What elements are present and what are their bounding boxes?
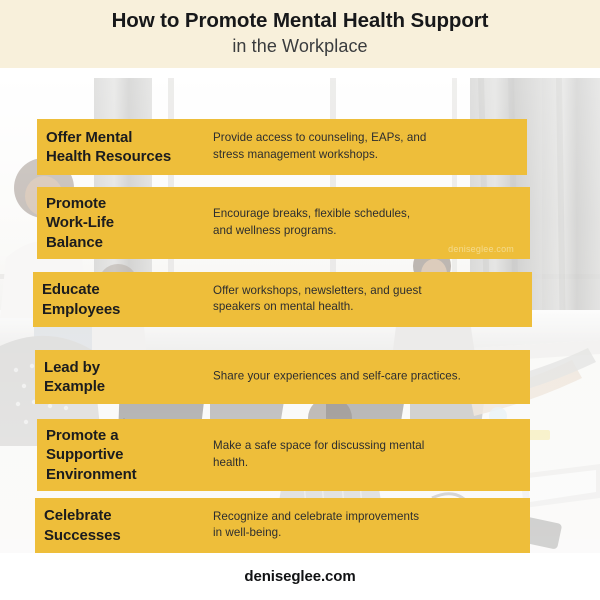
page-subtitle: in the Workplace xyxy=(232,36,368,57)
tip-description-6: Recognize and celebrate improvements in … xyxy=(213,509,420,540)
tip-heading-5: Promote a Supportive Environment xyxy=(46,426,137,483)
tip-row-1: Offer Mental Health Resources Provide ac… xyxy=(37,119,527,175)
footer-website: deniseglee.com xyxy=(244,568,356,585)
poster-footer: deniseglee.com xyxy=(0,553,600,600)
tip-row-3: Educate Employees Offer workshops, newsl… xyxy=(33,272,532,327)
tip-row-5: Promote a Supportive Environment Make a … xyxy=(37,419,530,491)
tip-row-6: Celebrate Successes Recognize and celebr… xyxy=(35,498,530,553)
page-title: How to Promote Mental Health Support xyxy=(111,9,489,33)
tip-heading-2: Promote Work-Life Balance xyxy=(46,194,114,251)
tip-description-4: Share your experiences and self-care pra… xyxy=(213,369,461,383)
tip-description-2: Encourage breaks, flexible schedules, an… xyxy=(213,207,411,237)
tip-description-3: Offer workshops, newsletters, and guest … xyxy=(213,283,422,314)
tip-heading-6: Celebrate Successes xyxy=(44,507,121,544)
tip-heading-4: Lead by Example xyxy=(44,358,105,396)
tip-row-2: Promote Work-Life Balance Encourage brea… xyxy=(37,187,530,259)
tip-description-1: Provide access to counseling, EAPs, and … xyxy=(213,131,427,161)
header-photo-divider xyxy=(0,68,600,78)
tip-description-5: Make a safe space for discussing mental … xyxy=(213,439,425,469)
tip-heading-3: Educate Employees xyxy=(42,281,121,318)
tip-heading-1: Offer Mental Health Resources xyxy=(46,128,172,166)
watermark-text: deniseglee.com xyxy=(448,244,514,254)
tip-row-4: Lead by Example Share your experiences a… xyxy=(35,350,530,404)
poster-header: How to Promote Mental Health Support in … xyxy=(0,0,600,68)
